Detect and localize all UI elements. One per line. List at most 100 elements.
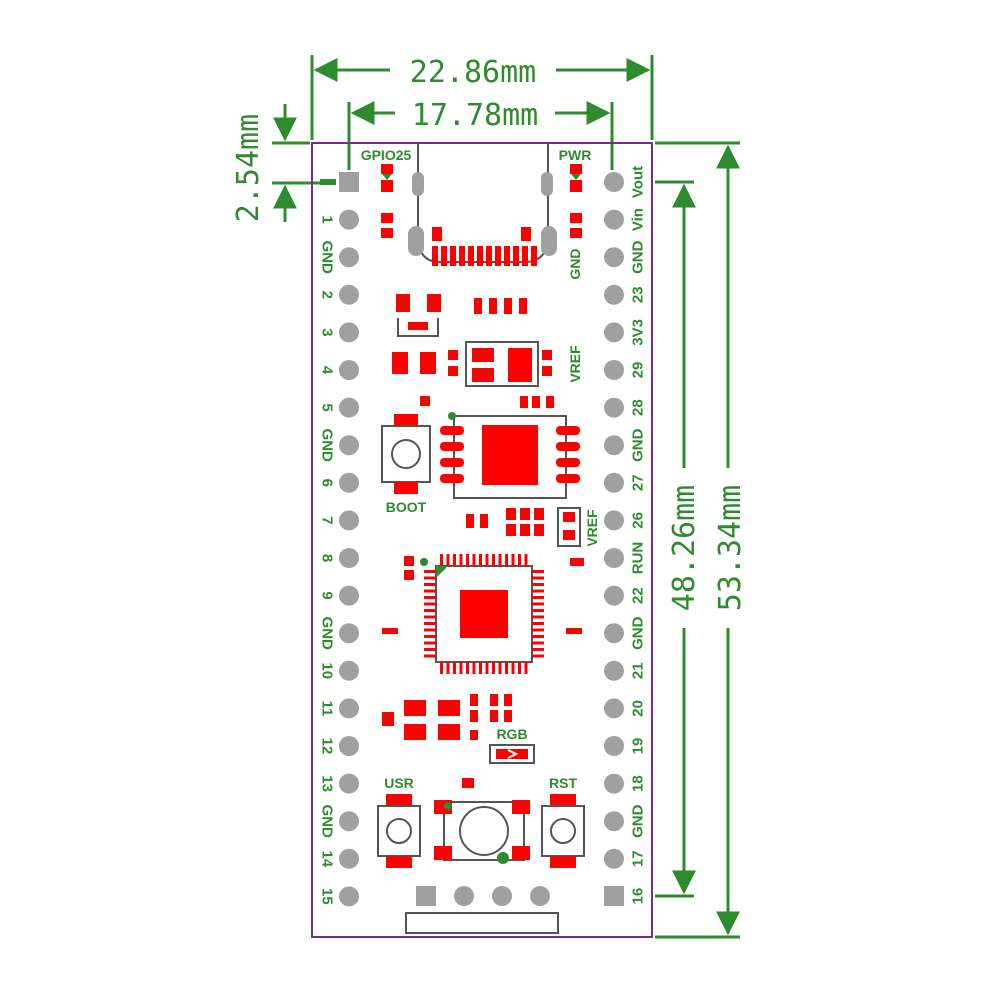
label-boot: BOOT	[386, 499, 427, 515]
left-pin	[339, 811, 359, 832]
center-button	[434, 778, 530, 864]
pitch-marker	[320, 179, 336, 185]
left-pin	[339, 660, 359, 681]
left-pin	[339, 623, 359, 644]
right-pin	[604, 811, 624, 832]
flash-chip	[440, 412, 580, 499]
side-pad-right	[566, 628, 582, 634]
left-pin	[339, 360, 359, 380]
left-pin-label: GND	[319, 805, 336, 839]
right-pin-label: 23	[630, 286, 647, 303]
label-gnd-inner: GND	[567, 248, 583, 279]
rgb-led	[489, 744, 535, 764]
right-pin-label: 3V3	[630, 319, 647, 346]
left-pin-label: 9	[319, 591, 336, 599]
left-pin-label: GND	[319, 617, 336, 651]
dimension-width-outer: 22.86mm	[410, 55, 536, 90]
left-pin	[339, 548, 359, 568]
right-pin-label: 18	[630, 775, 647, 792]
usr-button	[377, 794, 421, 868]
label-usr: USR	[384, 775, 414, 791]
right-pin-label: GND	[630, 240, 647, 274]
left-pin-label: 4	[319, 366, 336, 375]
left-pin-label: 15	[319, 888, 336, 905]
rst-button	[541, 794, 585, 868]
right-pin-label: RUN	[630, 542, 647, 575]
right-pin	[604, 172, 624, 192]
right-pin-label: 17	[630, 850, 647, 867]
right-pin-label: 28	[630, 399, 647, 416]
led-gpio25-marker	[382, 174, 392, 180]
left-pin-label: 1	[319, 215, 336, 223]
bottom-connector-outline	[405, 912, 559, 934]
label-vref-diode: VREF	[584, 509, 600, 547]
left-pin	[339, 472, 359, 493]
dimension-lines	[272, 55, 740, 939]
right-pin-square	[604, 886, 624, 906]
left-pin-label: GND	[319, 241, 336, 275]
right-pin-label: 26	[630, 512, 647, 529]
left-pin	[339, 209, 359, 230]
dimension-pitch: 2.54mm	[231, 114, 266, 222]
right-pin	[604, 848, 624, 869]
left-pin	[339, 736, 359, 756]
left-pin-square	[339, 172, 359, 192]
right-pin-label: 27	[630, 474, 647, 491]
left-pin-label: 14	[319, 850, 336, 867]
led-pwr-marker	[571, 174, 581, 180]
lower-parts	[382, 694, 512, 740]
right-pin-label: GND	[630, 804, 647, 838]
left-pin	[339, 848, 359, 869]
left-pin-label: 10	[319, 662, 336, 679]
side-pad-left	[382, 628, 398, 634]
label-rst: RST	[549, 775, 577, 791]
left-pin-label: GND	[319, 429, 336, 463]
left-pin	[339, 698, 359, 719]
vref-diode-outline	[557, 507, 581, 547]
right-pin-label: 16	[630, 888, 647, 905]
right-pin-label: Vin	[630, 208, 647, 231]
mcu-chip	[420, 554, 544, 674]
left-pin	[339, 886, 359, 907]
left-pin-label: 7	[319, 516, 336, 524]
left-pin	[339, 585, 359, 606]
left-pin	[339, 397, 359, 418]
dimension-width-inner: 17.78mm	[412, 98, 538, 133]
label-vref: VREF	[567, 345, 583, 383]
left-pin-label: 8	[319, 554, 336, 562]
board-outline	[311, 142, 653, 938]
left-pin-label: 13	[319, 775, 336, 792]
label-rgb: RGB	[496, 726, 527, 742]
right-pin	[604, 698, 624, 719]
boot-button	[381, 414, 431, 494]
dimension-height-outer: 53.34mm	[713, 485, 748, 611]
right-pin	[604, 209, 624, 230]
right-pin	[604, 284, 624, 305]
left-pin	[339, 322, 359, 343]
right-pin	[604, 247, 624, 268]
left-pin	[339, 247, 359, 268]
left-pin-label: 2	[319, 291, 336, 299]
right-pin	[604, 548, 624, 568]
regulator-block	[392, 294, 554, 408]
usb-connector	[408, 143, 557, 266]
right-pin	[604, 660, 624, 681]
right-pin-label: 21	[630, 662, 647, 679]
dimension-height-inner: 48.26mm	[667, 485, 702, 611]
right-pin-label: 19	[630, 738, 647, 755]
right-pin	[604, 773, 624, 794]
vref-parts	[404, 508, 584, 580]
left-pin-label: 6	[319, 479, 336, 487]
left-pin	[339, 510, 359, 531]
left-pin-label: 5	[319, 403, 336, 411]
left-pin-label: 12	[319, 738, 336, 755]
debug-header	[416, 886, 550, 906]
right-pin	[604, 322, 624, 343]
right-pin-label: GND	[630, 428, 647, 462]
right-pin-label: 29	[630, 362, 647, 379]
left-pin	[339, 284, 359, 305]
left-pin	[339, 773, 359, 794]
right-pin-label: GND	[630, 616, 647, 650]
